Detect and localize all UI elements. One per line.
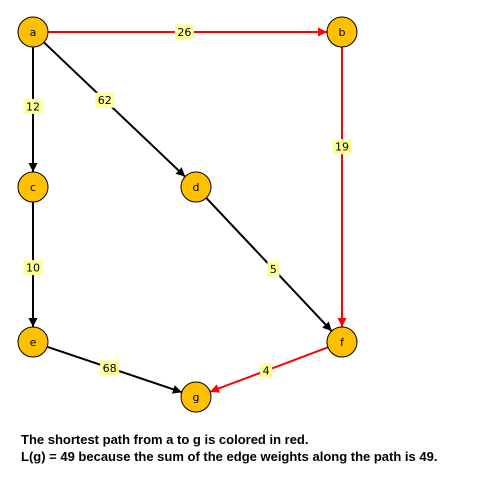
nodes: a b c d e f g — [17, 16, 358, 413]
node-circle — [180, 381, 212, 413]
edge-a-c: 12 — [23, 47, 43, 172]
edge-weight-box — [267, 261, 280, 277]
node-circle — [17, 171, 49, 203]
edge-weight-label: 5 — [270, 263, 277, 276]
node-label: f — [340, 336, 345, 349]
edge-line-a-d — [43, 41, 186, 178]
edge-weight-label: 26 — [177, 26, 191, 39]
node-e: e — [17, 326, 49, 358]
edge-weight-label: 68 — [103, 362, 117, 375]
node-label: c — [30, 181, 36, 194]
edge-weight-box — [100, 360, 120, 376]
edge-b-f: 19 — [332, 47, 352, 327]
node-c: c — [17, 171, 49, 203]
node-label: b — [339, 26, 346, 39]
edge-weight-box — [260, 363, 273, 379]
node-circle — [326, 326, 358, 358]
node-circle — [326, 16, 358, 48]
caption-line-2: L(g) = 49 because the sum of the edge we… — [21, 449, 438, 464]
node-label: d — [193, 181, 200, 194]
edge-weight-box — [174, 24, 194, 40]
node-circle — [180, 171, 212, 203]
edge-weight-box — [95, 92, 115, 108]
node-label: g — [193, 391, 200, 404]
node-circle — [17, 326, 49, 358]
edge-c-e: 10 — [23, 202, 43, 327]
node-d: d — [180, 171, 212, 203]
node-b: b — [326, 16, 358, 48]
edge-weight-box — [23, 260, 43, 276]
node-f: f — [326, 326, 358, 358]
edge-weight-label: 12 — [26, 100, 40, 113]
edge-weight-box — [23, 98, 43, 114]
edge-d-f: 5 — [205, 197, 333, 332]
edge-weight-label: 19 — [335, 141, 349, 154]
edges: 26 12 62 19 10 5 68 4 — [23, 24, 352, 394]
node-circle — [17, 16, 49, 48]
node-a: a — [17, 16, 49, 48]
edge-weight-label: 10 — [26, 262, 40, 275]
caption-line-1: The shortest path from a to g is colored… — [21, 432, 309, 447]
edge-weight-box — [332, 139, 352, 155]
node-g: g — [180, 381, 212, 413]
edge-e-g: 68 — [46, 345, 183, 394]
edge-weight-label: 4 — [263, 365, 270, 378]
node-label: a — [30, 26, 37, 39]
edge-a-b: 26 — [48, 24, 327, 40]
graph-diagram: 26 12 62 19 10 5 68 4 a b c d e f g — [17, 16, 358, 413]
edge-a-d: 62 — [43, 41, 186, 178]
edge-weight-label: 62 — [98, 94, 112, 107]
edge-f-g: 4 — [209, 346, 329, 393]
node-label: e — [30, 336, 37, 349]
